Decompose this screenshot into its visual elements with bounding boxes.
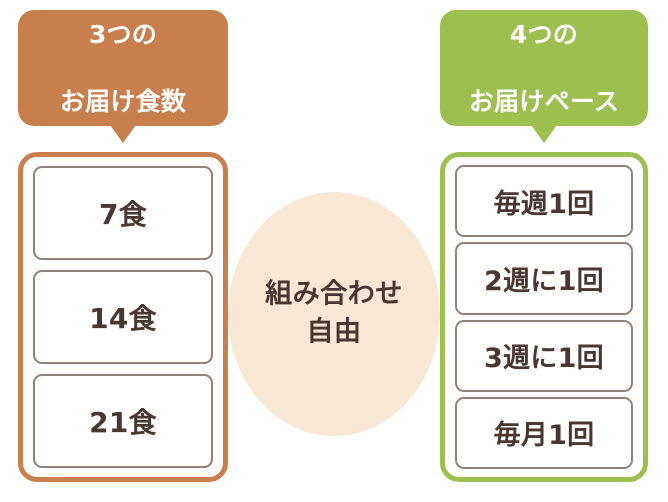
meals-option-card[interactable]: 14食 [33,270,213,364]
meals-header-badge: 3つの お届け食数 [18,10,228,143]
meals-header-line-1: 3つの [88,20,158,50]
meals-badge-pointer-icon [110,125,136,143]
pace-header-label: 4つの お届けペース [469,0,619,151]
pace-option-card[interactable]: 2週に1回 [455,242,633,315]
meals-header-line-2: お届け食数 [59,86,187,116]
pace-options-panel: 毎週1回 2週に1回 3週に1回 毎月1回 [440,152,648,482]
pace-header-badge: 4つの お届けペース [440,10,648,143]
combination-line-2: 自由 [306,317,362,348]
pace-header-line-1: 4つの [509,20,579,50]
pace-header-line-2: お届けペース [468,86,620,116]
meals-options-panel: 7食 14食 21食 [18,152,228,482]
meals-option-card[interactable]: 7食 [33,166,213,260]
pace-option-card[interactable]: 毎週1回 [455,165,633,238]
meals-option-card[interactable]: 21食 [33,374,213,468]
combination-circle-text: 組み合わせ 自由 [228,276,440,353]
meals-header-label: 3つの お届け食数 [60,0,186,151]
combination-circle: 組み合わせ 自由 [228,192,440,436]
pace-option-card[interactable]: 3週に1回 [455,319,633,392]
pace-badge-pointer-icon [531,125,557,143]
combination-line-1: 組み合わせ [265,278,403,310]
pace-option-card[interactable]: 毎月1回 [455,396,633,469]
